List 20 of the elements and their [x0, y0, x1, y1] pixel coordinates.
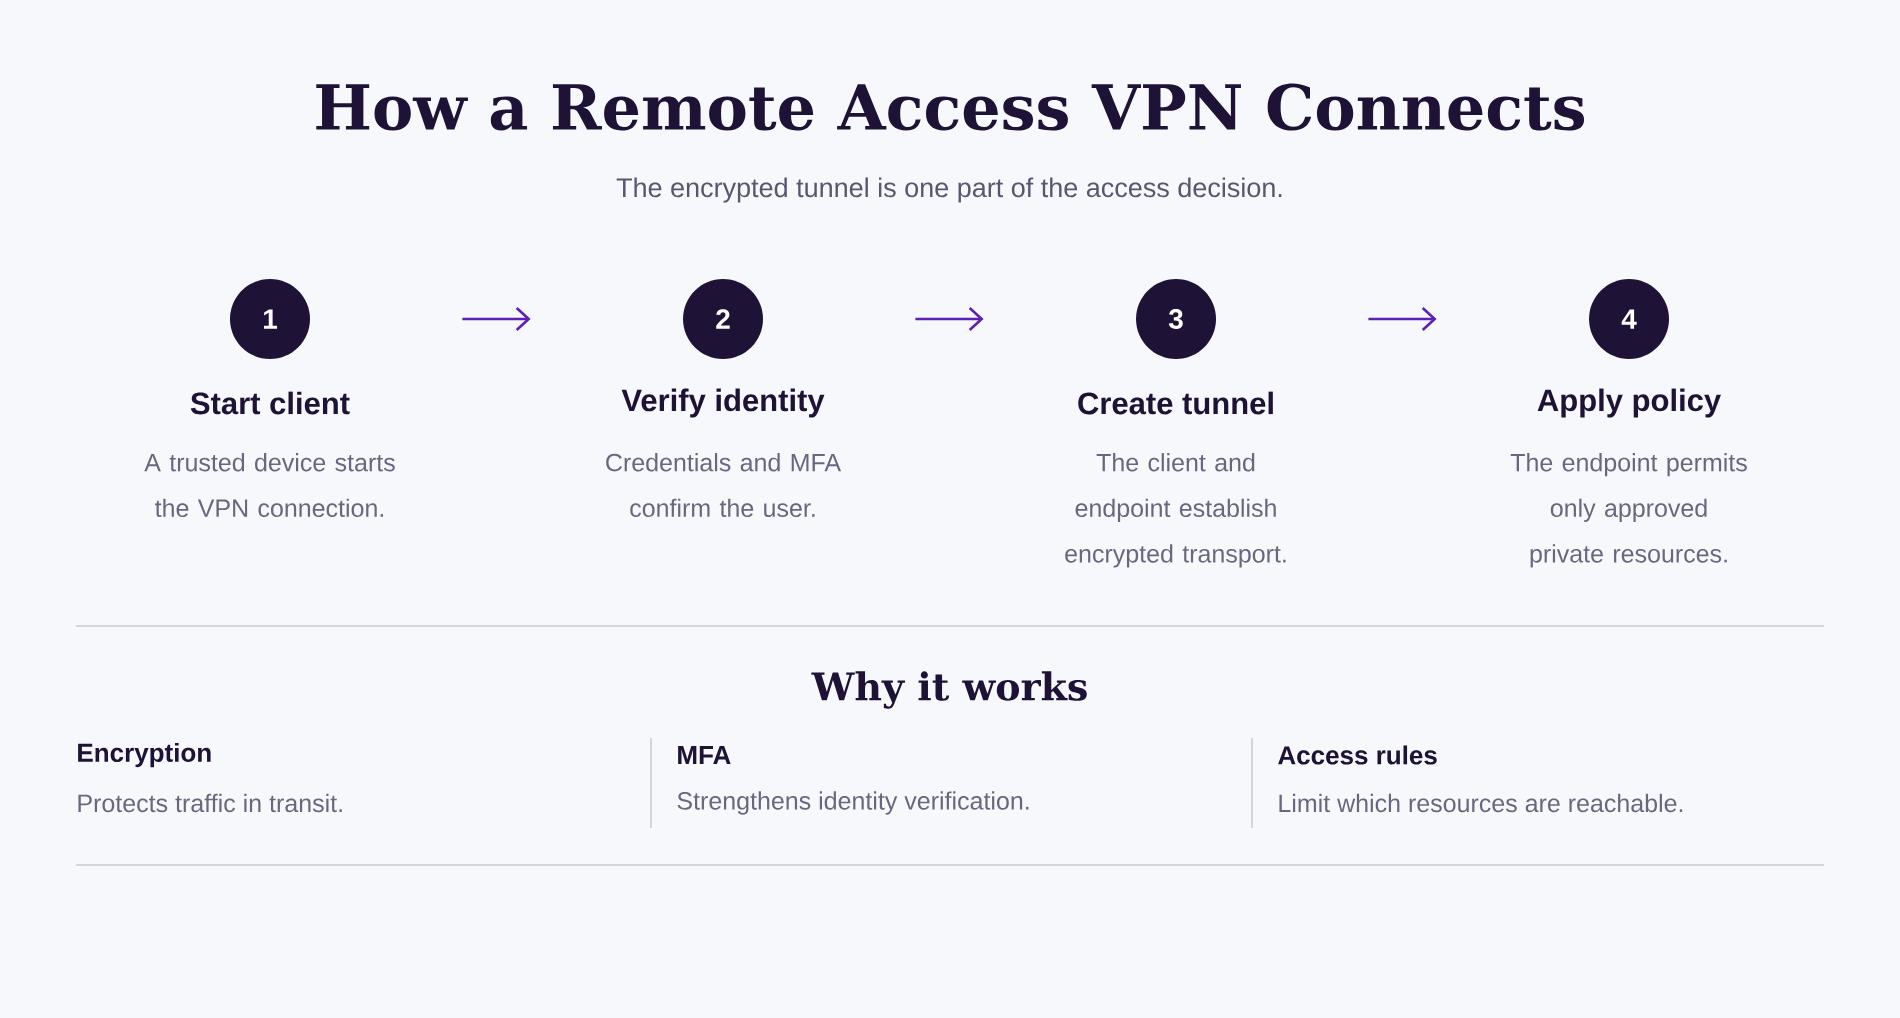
step-description: The endpoint permits only approved private resources. [1510, 453, 1747, 568]
column-text: Protects traffic in transit. [78, 793, 342, 813]
step-description: Credentials and MFA confirm the user. [606, 453, 842, 518]
step-heading: Apply policy [1537, 388, 1721, 418]
subtitle: The encrypted tunnel is one part of the access decision. [616, 177, 1282, 203]
arrow [915, 307, 984, 331]
step-heading: Verify identity [621, 388, 825, 418]
step-description: The client and endpoint establish encrypted transport. [1065, 453, 1286, 568]
column-text: Strengthens identity verification. [677, 791, 1029, 815]
column-heading: Access rules [1278, 745, 1437, 765]
column-heading: MFA [678, 746, 731, 764]
arrow [1368, 307, 1437, 331]
step-heading: Create tunnel [1078, 391, 1273, 415]
step-description: A trusted device starts the VPN connection. [144, 453, 395, 518]
column-text: Limit which resources are reachable. [1279, 793, 1683, 813]
title: How a Remote Access VPN Connects [316, 83, 1585, 131]
step-heading: Start client [190, 391, 350, 415]
arrow [462, 307, 531, 331]
section-heading: Why it works [811, 671, 1087, 709]
column-heading: Encryption [78, 742, 211, 768]
